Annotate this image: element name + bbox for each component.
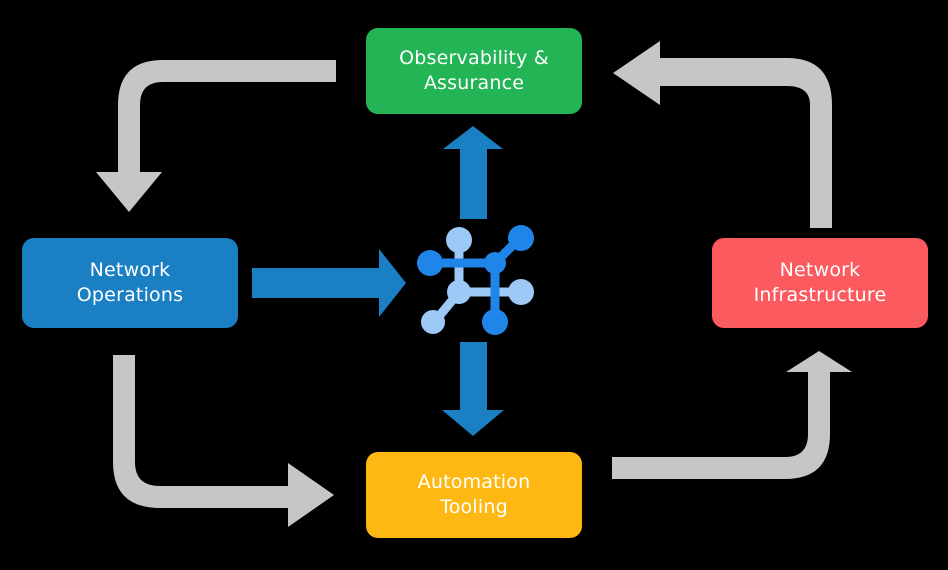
- blue-arrow-operations-to-center: [252, 249, 406, 317]
- blue-arrow-center-to-observability: [443, 126, 503, 219]
- box-infrastructure-label: Network Infrastructure: [753, 258, 887, 306]
- icon-node-dark-top-right: [508, 225, 534, 251]
- box-operations-label: Network Operations: [76, 258, 184, 306]
- gray-arrow-automation-to-infrastructure: [612, 351, 852, 479]
- icon-node-dark-bottom: [482, 309, 508, 335]
- gray-arrow-observability-to-operations: [96, 60, 336, 212]
- box-automation-tooling[interactable]: Automation Tooling: [366, 452, 582, 538]
- box-network-infrastructure[interactable]: Network Infrastructure: [712, 238, 928, 328]
- icon-node-light-bottom-left-hub: [447, 280, 471, 304]
- gray-arrow-infrastructure-to-observability: [613, 41, 832, 228]
- blue-arrow-center-to-automation: [442, 342, 504, 436]
- box-network-operations[interactable]: Network Operations: [22, 238, 238, 328]
- icon-node-light-bottom-left-leaf: [421, 310, 445, 334]
- icon-node-light-right-middle: [508, 279, 534, 305]
- box-observability-assurance[interactable]: Observability & Assurance: [366, 28, 582, 114]
- box-automation-label: Automation Tooling: [417, 470, 531, 518]
- network-topology-icon: [417, 225, 534, 335]
- box-observability-label: Observability & Assurance: [399, 46, 549, 94]
- icon-node-dark-center-hub: [484, 252, 506, 274]
- icon-node-light-top: [446, 227, 472, 253]
- gray-arrow-operations-to-automation: [113, 355, 334, 527]
- icon-node-dark-left: [417, 250, 443, 276]
